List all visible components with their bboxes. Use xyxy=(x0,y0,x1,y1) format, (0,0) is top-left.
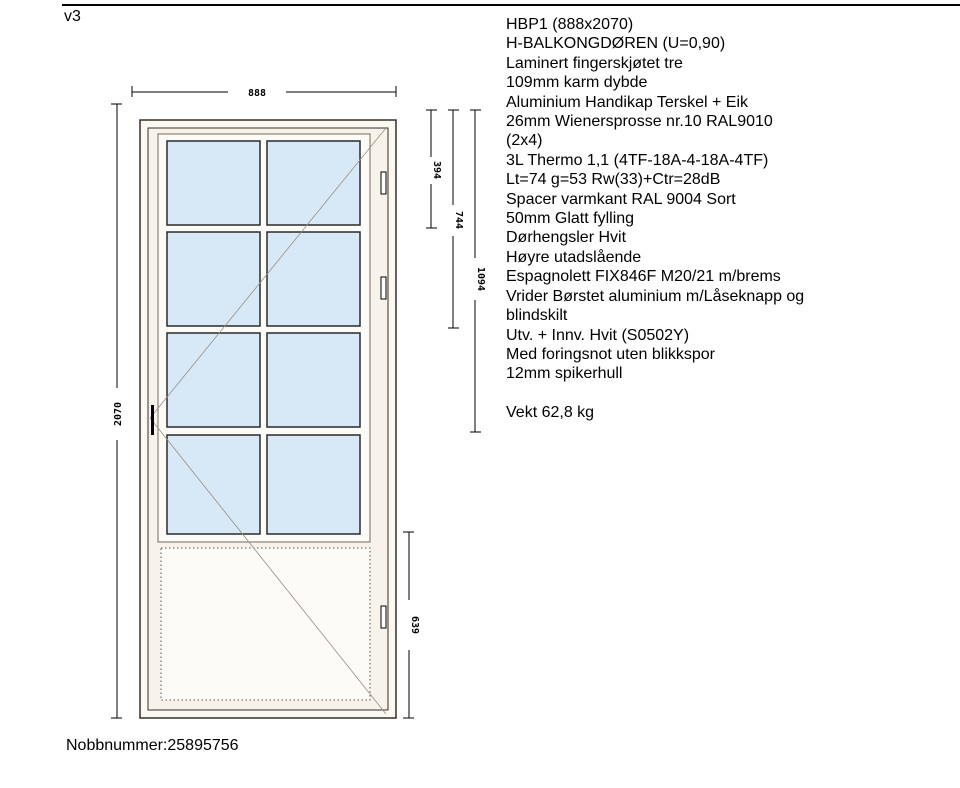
hinges xyxy=(380,171,387,629)
spec-line: Lt=74 g=53 Rw(33)+Ctr=28dB xyxy=(506,171,721,189)
section-dimensions xyxy=(403,109,481,719)
glass-pane xyxy=(266,231,361,327)
width-dimension xyxy=(131,86,397,97)
height-dimension xyxy=(111,103,122,719)
glass-panes xyxy=(166,140,361,535)
top-section-dimension-label: 394 xyxy=(431,161,442,179)
hinge xyxy=(380,276,387,300)
glass-pane xyxy=(166,332,261,428)
spec-line: Dørhengsler Hvit xyxy=(506,229,627,247)
glass-pane xyxy=(166,140,261,226)
spec-line: 3L Thermo 1,1 (4TF-18A-4-18A-4TF) xyxy=(506,151,769,169)
glass-pane xyxy=(166,434,261,535)
hinge xyxy=(380,605,387,629)
spec-line: Aluminium Handikap Terskel + Eik xyxy=(506,93,749,111)
spec-line: 12mm spikerhull xyxy=(506,365,623,383)
spec-line: H-BALKONGDØREN (U=0,90) xyxy=(506,35,726,53)
specification-list: HBP1 (888x2070) H-BALKONGDØREN (U=0,90) … xyxy=(506,15,946,423)
spec-line: 50mm Glatt fylling xyxy=(506,210,635,228)
upper-total-dimension-label: 1094 xyxy=(475,267,486,291)
spec-line: Vrider Børstet aluminium m/Låseknapp og xyxy=(506,287,805,305)
glass-pane xyxy=(166,231,261,327)
spec-line: Høyre utadslående xyxy=(506,248,642,266)
spec-line: 26mm Wienersprosse nr.10 RAL9010 xyxy=(506,113,773,131)
spacer xyxy=(506,384,946,403)
spec-line: Spacer varmkant RAL 9004 Sort xyxy=(506,190,736,208)
glass-pane xyxy=(266,140,361,226)
spec-line: (2x4) xyxy=(506,132,543,150)
hinge xyxy=(380,171,387,195)
nobb-number: Nobbnummer:25895756 xyxy=(66,737,239,754)
top-rule xyxy=(62,4,960,6)
door-drawing: 888 2070 xyxy=(111,86,486,719)
middle-section-dimension-label: 744 xyxy=(453,211,464,229)
spec-line: Laminert fingerskjøtet tre xyxy=(506,54,683,72)
bottom-panel xyxy=(160,547,371,701)
glass-pane xyxy=(266,434,361,535)
lower-panel-dimension-label: 639 xyxy=(409,616,420,634)
width-dimension-label: 888 xyxy=(248,88,266,99)
spec-line: blindskilt xyxy=(506,307,568,325)
weight-label: Vekt 62,8 kg xyxy=(506,404,595,422)
spec-line: 109mm karm dybde xyxy=(506,74,648,92)
spec-line: HBP1 (888x2070) xyxy=(506,16,634,33)
spec-line: Espagnolett FIX846F M20/21 m/brems xyxy=(506,268,781,286)
version-label: v3 xyxy=(64,8,81,25)
door-handle xyxy=(151,405,154,435)
height-dimension-label: 2070 xyxy=(113,402,124,426)
opening-direction-lines xyxy=(149,127,387,715)
spec-line: Utv. + Innv. Hvit (S0502Y) xyxy=(506,326,690,344)
spec-line: Med foringsnot uten blikkspor xyxy=(506,345,715,363)
glass-pane xyxy=(266,332,361,428)
